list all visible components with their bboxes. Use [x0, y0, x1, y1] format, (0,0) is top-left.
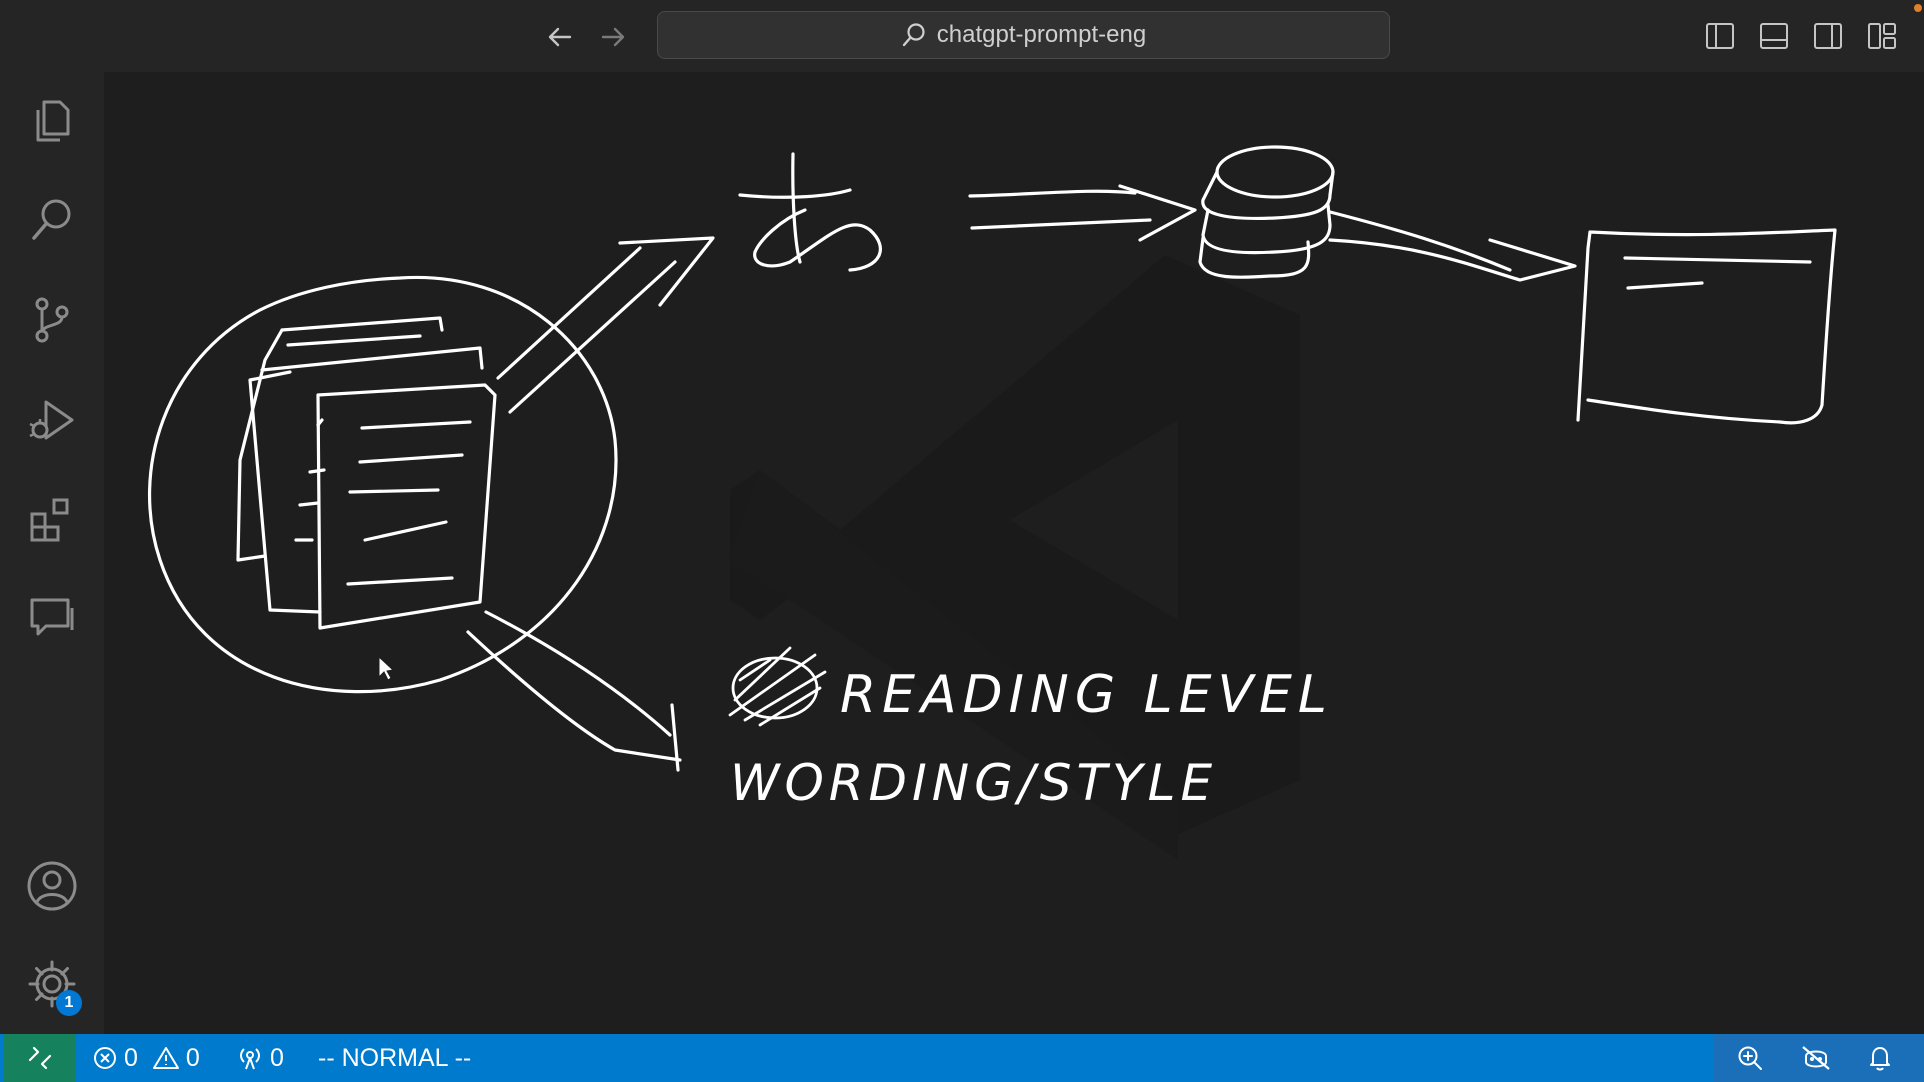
arrow-to-database — [968, 184, 1197, 242]
output-document-box — [1576, 228, 1837, 425]
extensions-icon — [30, 498, 69, 542]
workspace-name: chatgpt-prompt-eng — [936, 21, 1147, 48]
problems-indicator[interactable]: 0 0 — [92, 1034, 200, 1082]
copilot-status-button[interactable] — [1788, 1034, 1844, 1082]
toggle-panel-icon — [1760, 23, 1788, 49]
arrow-right-icon — [601, 27, 625, 47]
toggle-primary-sidebar-icon — [1706, 23, 1734, 49]
command-center-search[interactable]: chatgpt-prompt-eng — [657, 11, 1390, 59]
broadcast-icon — [240, 1048, 260, 1070]
activity-bar: 1 — [0, 72, 104, 1034]
remote-icon — [28, 1046, 52, 1070]
source-control-icon — [35, 297, 69, 343]
toggle-panel-button[interactable] — [1756, 18, 1792, 54]
zoom-in-icon — [1738, 1046, 1762, 1070]
document-front — [316, 383, 497, 630]
arrow-to-annotations — [466, 610, 682, 772]
comments-icon — [30, 598, 74, 636]
status-bar: 0 0 0 -- NORMAL -- — [0, 1034, 1924, 1082]
vim-mode-label: -- NORMAL -- — [318, 1043, 472, 1072]
activity-source-control[interactable] — [18, 286, 86, 354]
ports-count: 0 — [270, 1043, 284, 1072]
scribble-mark — [728, 646, 827, 727]
annotation-reading-level: READING LEVEL — [840, 665, 1333, 725]
japanese-glyph — [738, 152, 882, 272]
forward-button[interactable] — [596, 20, 630, 54]
copilot-disabled-icon — [1802, 1046, 1830, 1070]
document-circle — [147, 275, 618, 694]
warning-icon — [152, 1047, 179, 1069]
toggle-secondary-sidebar-button[interactable] — [1810, 18, 1846, 54]
explorer-icon — [36, 100, 70, 142]
error-count: 0 — [124, 1043, 138, 1072]
activity-run-debug[interactable] — [18, 386, 86, 454]
glyph-text: あ — [760, 254, 761, 257]
accounts-icon — [27, 861, 77, 911]
vim-mode: -- NORMAL -- — [318, 1034, 471, 1082]
search-icon — [902, 23, 925, 47]
manage-badge: 1 — [56, 990, 82, 1016]
arrow-to-output — [1328, 210, 1577, 282]
activity-comments[interactable] — [18, 584, 86, 652]
activity-explorer[interactable] — [18, 86, 86, 154]
database-drawing — [1198, 145, 1335, 279]
arrow-to-glyph — [496, 236, 715, 414]
ports-indicator[interactable]: 0 — [236, 1034, 284, 1082]
toggle-primary-sidebar-button[interactable] — [1702, 18, 1738, 54]
zoom-button[interactable] — [1722, 1034, 1778, 1082]
notifications-button[interactable] — [1852, 1034, 1908, 1082]
document-back — [236, 316, 444, 562]
annotation-wording-style: WORDING/STYLE — [730, 754, 1217, 812]
editor-area: READING LEVEL WORDING/STYLE あ — [104, 72, 1924, 1034]
back-button[interactable] — [543, 20, 577, 54]
toggle-secondary-sidebar-icon — [1814, 23, 1842, 49]
bell-icon — [1870, 1047, 1890, 1071]
run-debug-icon — [29, 400, 74, 440]
search-icon — [32, 199, 71, 240]
mouse-cursor-icon — [378, 655, 395, 681]
activity-accounts[interactable] — [18, 852, 86, 920]
customize-layout-button[interactable] — [1864, 18, 1900, 54]
title-bar: chatgpt-prompt-eng — [0, 0, 1924, 72]
whiteboard-drawing: READING LEVEL WORDING/STYLE あ — [147, 145, 1837, 860]
activity-manage[interactable]: 1 — [18, 950, 86, 1018]
activity-extensions[interactable] — [18, 486, 86, 554]
customize-layout-icon — [1868, 23, 1896, 49]
arrow-left-icon — [548, 27, 572, 47]
warning-count: 0 — [185, 1043, 200, 1072]
update-dot — [1914, 4, 1922, 12]
activity-search[interactable] — [18, 186, 86, 254]
remote-indicator[interactable] — [4, 1034, 76, 1082]
vscode-watermark-icon — [730, 255, 1300, 860]
error-icon — [94, 1047, 116, 1069]
